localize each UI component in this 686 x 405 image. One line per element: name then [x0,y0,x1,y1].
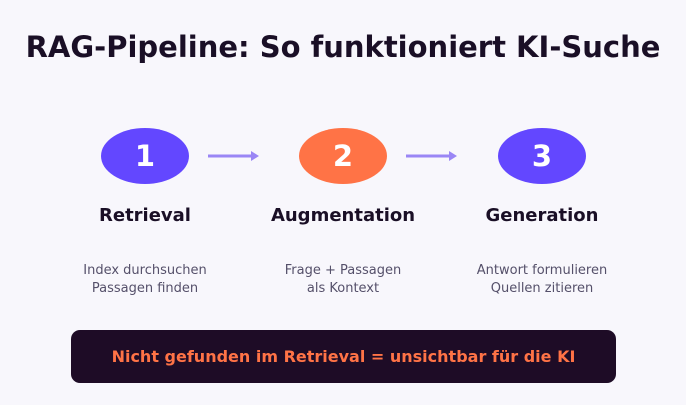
arrow-right-icon [208,151,259,161]
diagram-title: RAG-Pipeline: So funktioniert KI-Suche [25,30,661,64]
step-1-title: Retrieval [99,205,191,226]
arrow-right-icon [406,151,457,161]
step-1-desc-line1: Index durchsuchen [83,263,207,278]
step-3-circle: 3 [498,128,586,184]
step-3-title: Generation [485,205,599,226]
step-2-circle: 2 [299,128,387,184]
step-1-desc-line2: Passagen finden [91,281,199,296]
step-3-desc-line1: Antwort formulieren [476,263,608,278]
step-2-desc-line2: als Kontext [306,281,380,296]
step-2-desc-line1: Frage + Passagen [284,263,402,278]
warning-banner: Nicht gefunden im Retrieval = unsichtbar… [71,330,616,383]
step-1-circle: 1 [101,128,189,184]
step-2-description: Frage + Passagen als Kontext [243,262,443,298]
step-3-desc-line2: Quellen zitieren [490,281,594,296]
step-1-description: Index durchsuchen Passagen finden [45,262,245,298]
step-3-description: Antwort formulieren Quellen zitieren [442,262,642,298]
step-2-title: Augmentation [270,205,416,226]
